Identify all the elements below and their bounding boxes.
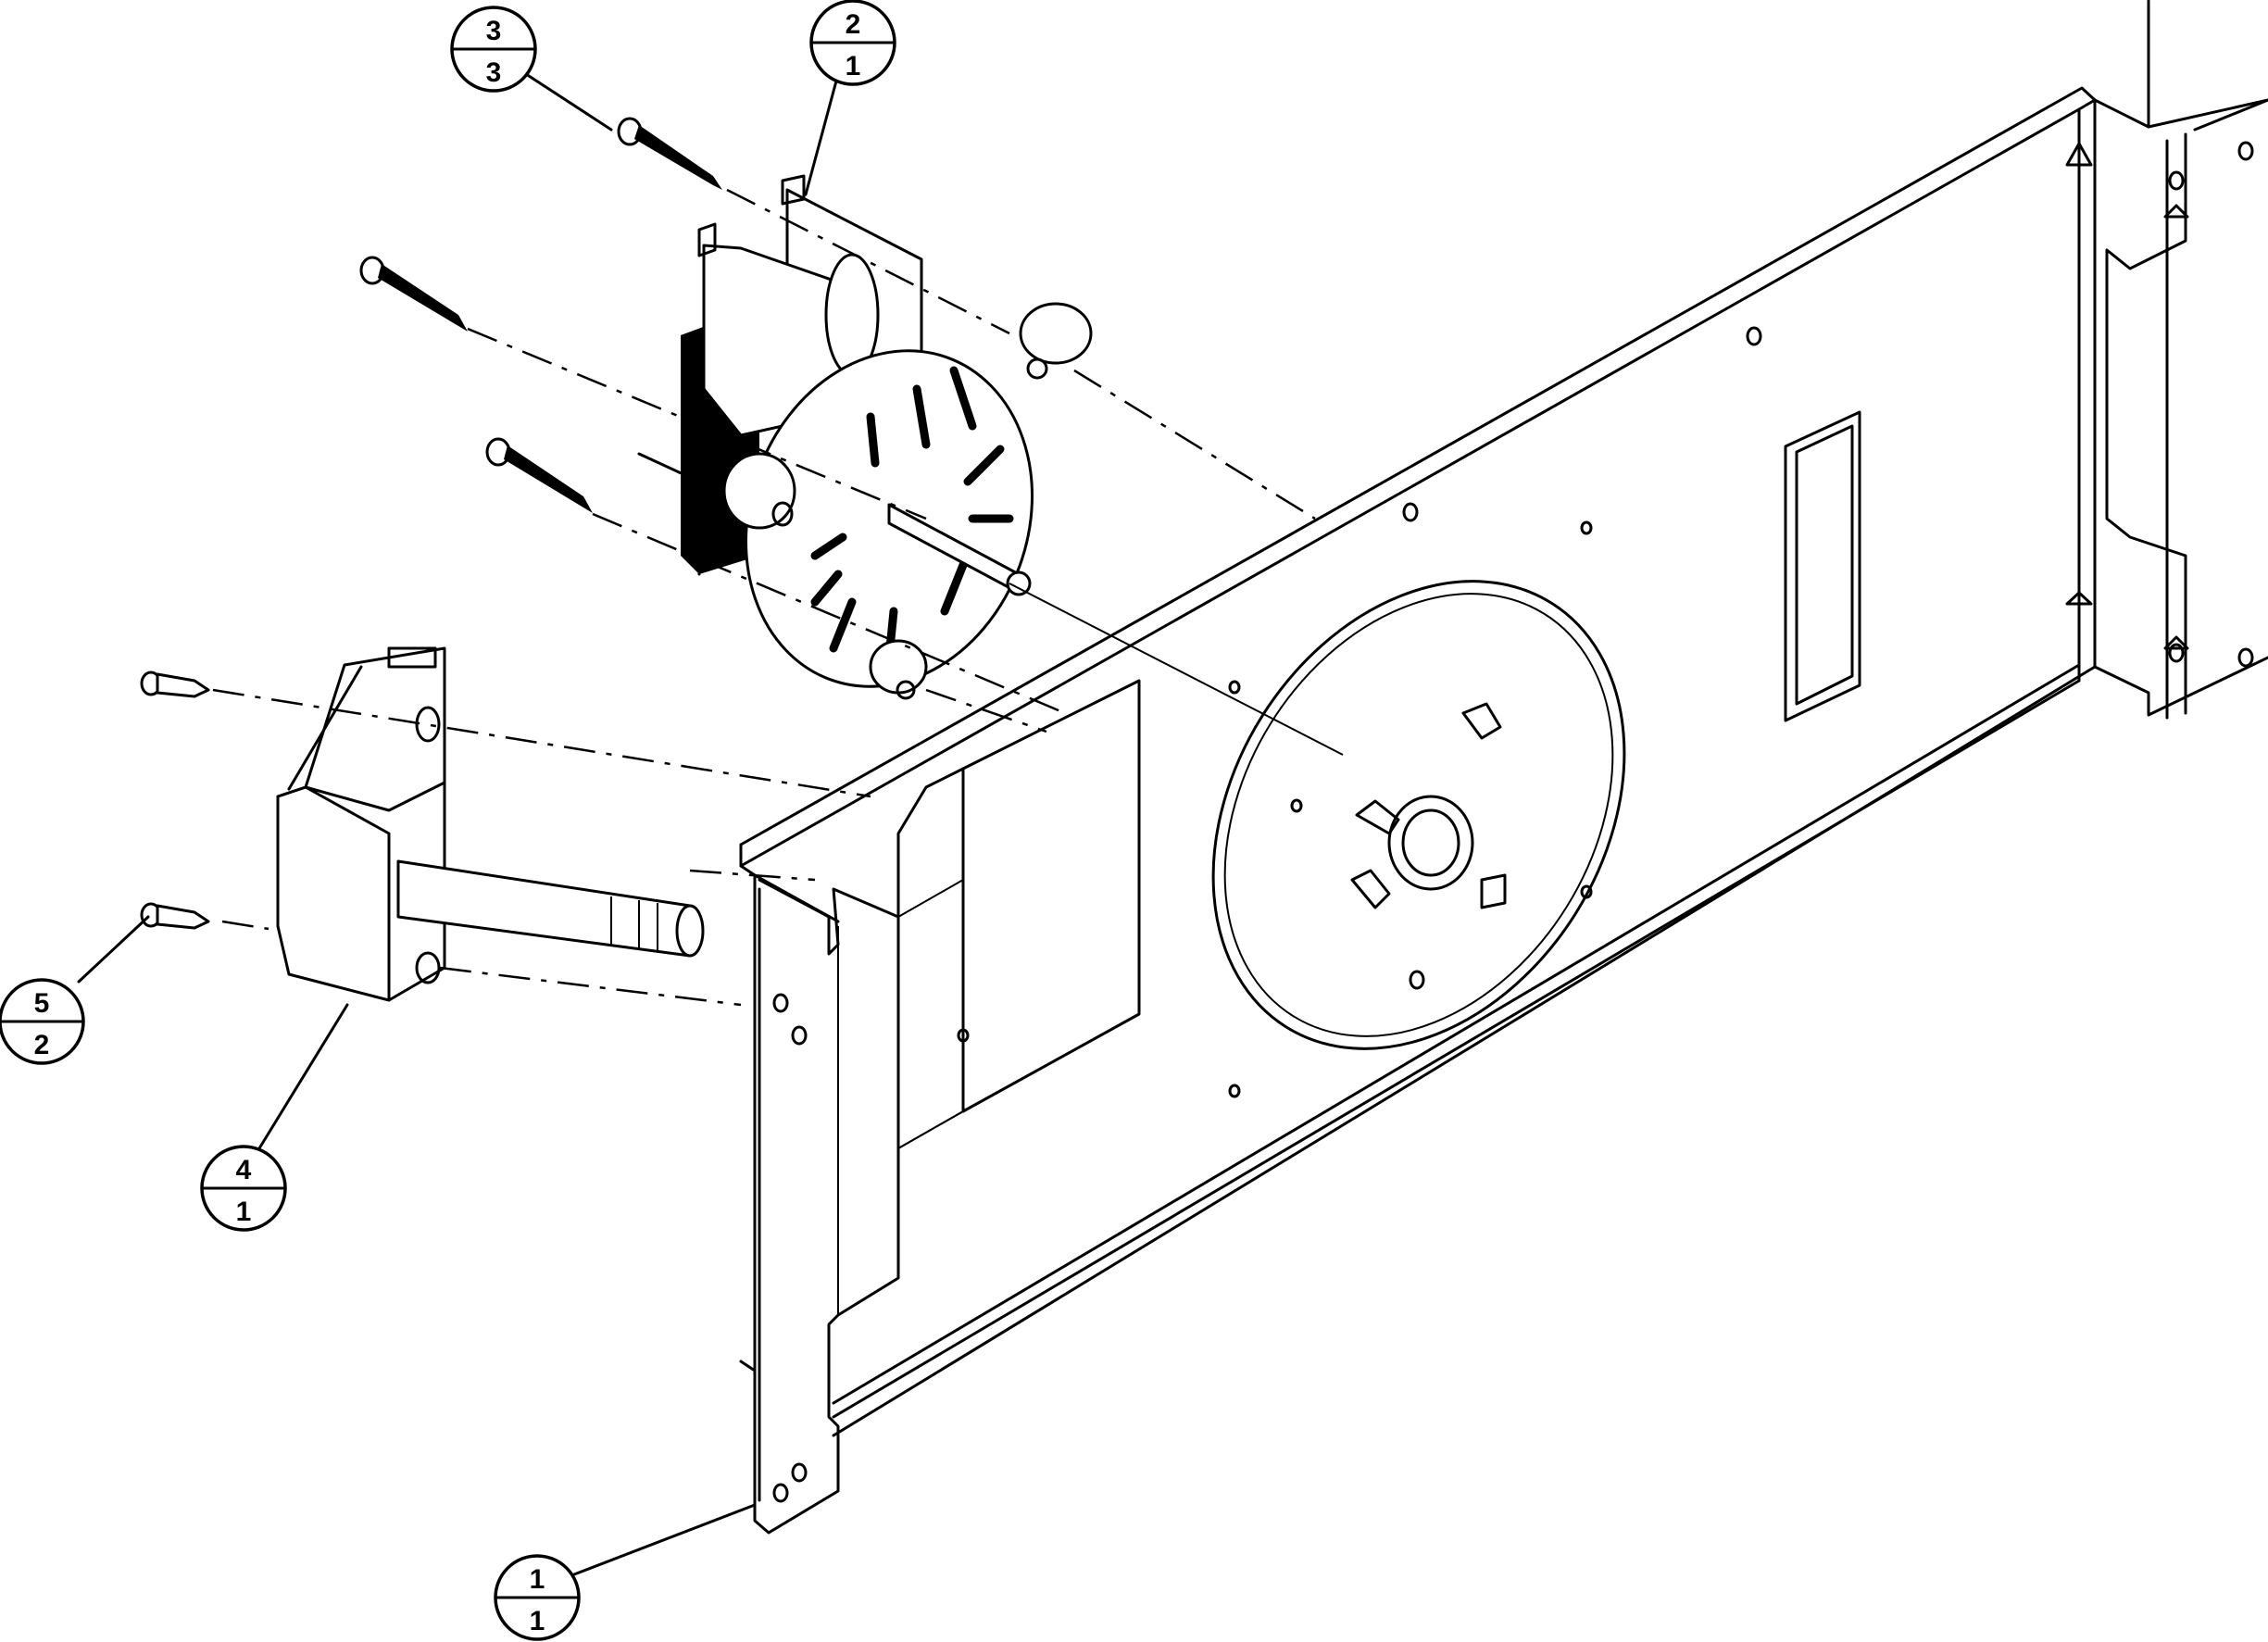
callout-3-bottom: 3 — [486, 57, 502, 88]
gear-motor-part-4 — [276, 646, 705, 1002]
callout-1-top: 1 — [530, 1564, 545, 1595]
callout-2-bottom: 1 — [846, 51, 861, 81]
callout-5-2: 5 2 — [0, 978, 85, 1065]
callout-4-top: 4 — [236, 1155, 252, 1185]
panel-disc — [1211, 580, 1626, 1050]
callout-5-top: 5 — [34, 988, 50, 1019]
callout-2-top: 2 — [846, 9, 861, 40]
callout-3-top: 3 — [486, 16, 502, 46]
callout-4-bottom: 1 — [236, 1197, 252, 1227]
panel-holes — [772, 141, 2254, 1503]
callout-2-1: 2 1 — [809, 0, 896, 86]
callout-3-3: 3 3 — [450, 6, 537, 93]
screws-part-5 — [140, 671, 210, 930]
main-bracket-panel — [739, 0, 2268, 1535]
screws-part-3 — [359, 117, 722, 513]
assembly-center-lines — [212, 188, 1344, 1007]
motor-part-2 — [637, 174, 1093, 700]
callout-leaders — [77, 72, 840, 1576]
panel-arrows — [2065, 142, 2189, 650]
panel-window — [1784, 410, 1861, 722]
callout-5-bottom: 2 — [34, 1030, 50, 1060]
callout-1-bottom: 1 — [530, 1606, 545, 1636]
callout-1-1: 1 1 — [494, 1554, 581, 1641]
callout-4-1: 4 1 — [200, 1145, 287, 1232]
